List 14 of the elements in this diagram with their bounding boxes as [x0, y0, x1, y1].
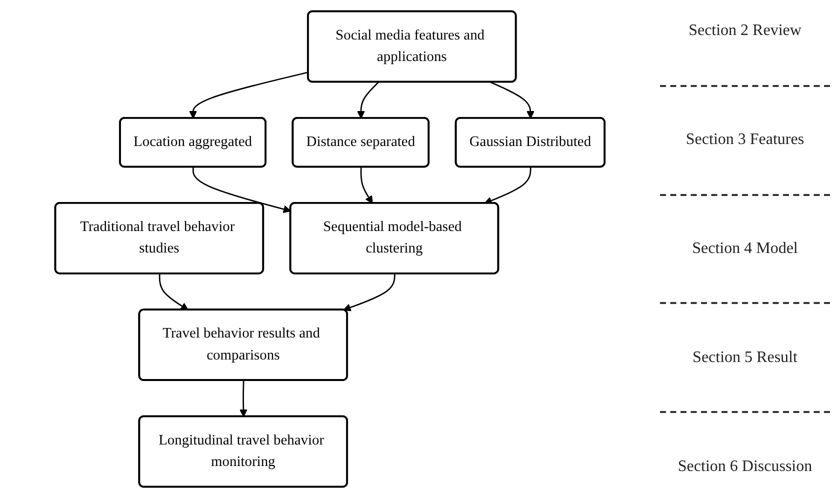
section-label: Section 2 Review [688, 22, 802, 40]
arrow [357, 82, 380, 119]
arrow [343, 274, 396, 312]
arrow [189, 72, 309, 119]
section-label: Section 4 Model [691, 240, 799, 258]
arrow [158, 274, 189, 310]
section-label: Section 3 Features [684, 131, 806, 150]
arrow [490, 82, 534, 119]
arrow [192, 167, 292, 214]
section-label: Section 6 Discussion [676, 458, 814, 476]
section-label: Section 5 Result [692, 348, 798, 367]
arrow [484, 167, 532, 204]
arrow [360, 167, 373, 204]
arrow [240, 380, 248, 418]
